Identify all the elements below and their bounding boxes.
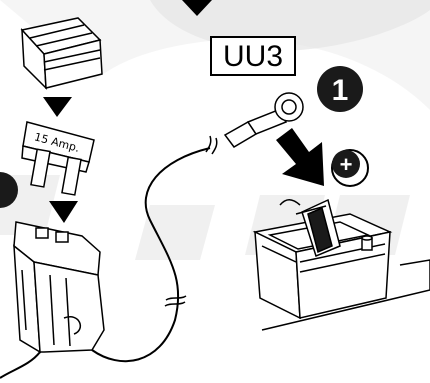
- down-arrow-icon: [49, 201, 78, 223]
- down-right-arrow-icon: [276, 128, 324, 186]
- part-label-box: UU3: [211, 37, 295, 75]
- step-badge: 1: [317, 66, 363, 112]
- step-number: 1: [332, 74, 349, 107]
- wire: [0, 352, 40, 378]
- positive-terminal-badge: +: [332, 150, 368, 186]
- part-label: UU3: [223, 40, 283, 73]
- polarity-symbol: +: [340, 152, 353, 177]
- fuse-holder-body: [14, 222, 104, 352]
- battery-icon: [255, 214, 430, 330]
- down-arrow-icon: [43, 97, 72, 117]
- fuse-icon: [22, 122, 94, 195]
